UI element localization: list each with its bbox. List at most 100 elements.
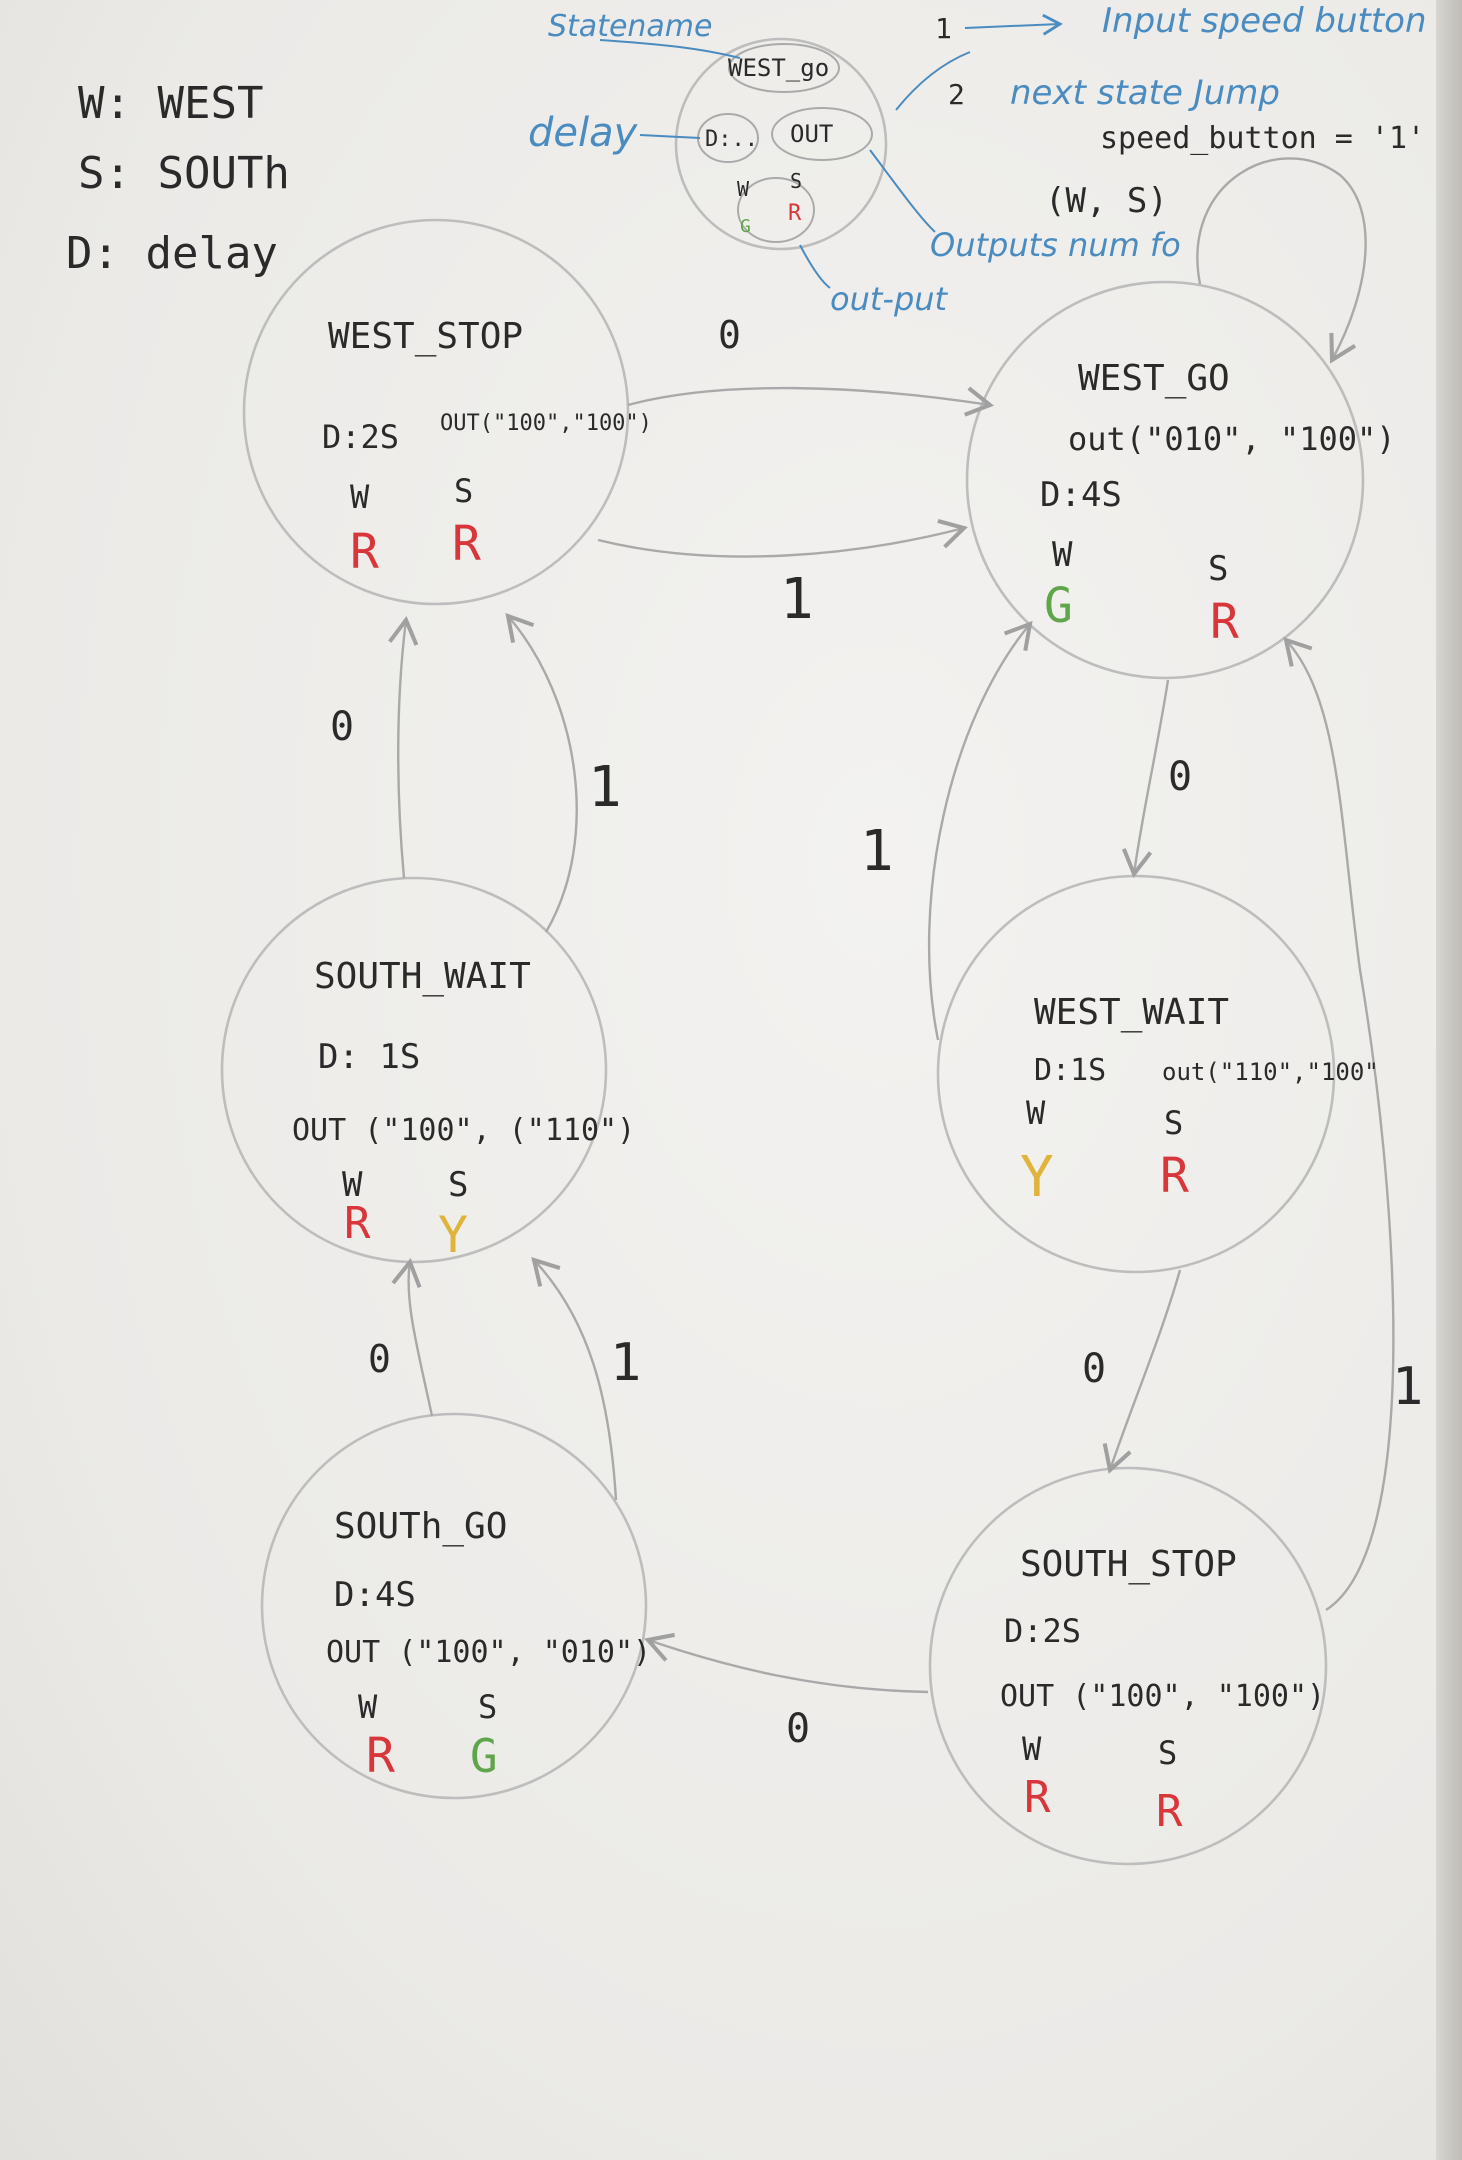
label-west-stop-to-west-go-0: 0	[718, 313, 741, 357]
label-south-go-to-south-wait-0: 0	[368, 1337, 391, 1381]
arrow-south-wait-to-west-stop-0	[388, 615, 419, 879]
state-w-label: W	[1026, 1094, 1046, 1132]
key-outputs-pointer	[869, 149, 936, 233]
label-south-go-to-south-wait-1: 1	[610, 1333, 641, 1393]
state-name: SOUTH_WAIT	[314, 956, 531, 997]
state-south-stop: SOUTH_STOP D:2S OUT ("100", "100") W S R…	[1000, 1544, 1325, 1837]
state-delay: D:4S	[1040, 475, 1122, 515]
state-w-light: G	[1044, 578, 1073, 634]
key-jump-pointer	[895, 51, 971, 111]
legend: W: WEST S: SOUTh D: delay	[66, 78, 290, 279]
arrow-south-wait-to-west-stop-1	[505, 612, 578, 933]
key-delay-label: delay	[528, 110, 639, 156]
state-south-wait: SOUTH_WAIT D: 1S OUT ("100", ("110") W S…	[292, 956, 635, 1264]
state-w-light: R	[344, 1198, 371, 1249]
key-statename-label: Statename	[548, 9, 713, 44]
key-statename-pointer	[599, 39, 741, 59]
label-west-wait-to-west-go-1: 1	[860, 819, 894, 884]
key-output-label: out-put	[830, 280, 949, 318]
state-w-label: W	[358, 1688, 378, 1726]
state-circle-south-stop	[928, 1466, 1328, 1866]
state-w-light: R	[1024, 1772, 1051, 1823]
state-name: WEST_WAIT	[1034, 992, 1229, 1033]
state-s-label: S	[448, 1165, 468, 1205]
key-sample-w-light: G	[740, 216, 751, 237]
state-w-light: R	[350, 524, 379, 580]
arrow-south-go-to-south-wait-1	[531, 1257, 618, 1501]
state-w-label: W	[350, 478, 370, 516]
state-w-light: Y	[1020, 1145, 1054, 1210]
key-diagram: WEST_go D:.. OUT W S G R Statename delay…	[528, 1, 1427, 318]
arrow-west-go-to-west-wait-0	[1121, 679, 1170, 879]
key-out-oval	[771, 107, 873, 161]
key-sample-s: S	[790, 169, 802, 193]
state-west-go: WEST_GO out("010", "100") D:4S W S G R	[1040, 358, 1396, 650]
state-out: OUT ("100", "010")	[326, 1635, 651, 1670]
arrow-self-loop-west-go	[1196, 157, 1367, 364]
label-west-stop-to-west-go-1: 1	[780, 567, 814, 632]
state-name: WEST_GO	[1078, 358, 1230, 399]
state-west-wait: WEST_WAIT D:1S out("110","100" W S Y R	[1020, 992, 1379, 1210]
label-south-stop-to-south-go-0: 0	[786, 1706, 810, 1752]
key-input-label: Input speed button	[1102, 1, 1427, 41]
arrow-south-stop-to-west-go-1	[1283, 636, 1395, 1612]
key-next-marker: 2	[948, 78, 965, 111]
state-delay: D: 1S	[318, 1037, 420, 1077]
state-name: WEST_STOP	[328, 316, 523, 357]
state-out: OUT("100","100")	[440, 411, 652, 436]
state-s-light: G	[470, 1729, 498, 1783]
state-out: out("110","100"	[1162, 1058, 1379, 1086]
key-ws-pair: (W, S)	[1045, 181, 1168, 221]
key-sample-delay: D:..	[705, 127, 758, 152]
state-out: out("010", "100")	[1068, 420, 1396, 458]
arrow-west-wait-to-west-go-1	[927, 620, 1033, 1041]
key-next-label: next state Jump	[1010, 73, 1280, 113]
key-speed-button: speed_button = '1'	[1100, 121, 1425, 156]
state-circle-south-go	[260, 1412, 648, 1800]
legend-south: S: SOUTh	[78, 148, 290, 199]
key-state-oval	[728, 43, 840, 93]
state-s-label: S	[1208, 549, 1228, 589]
arrow-west-stop-to-west-go-0	[627, 386, 995, 417]
state-s-label: S	[1164, 1104, 1183, 1142]
state-s-light: R	[1156, 1786, 1183, 1837]
state-s-label: S	[478, 1688, 497, 1726]
state-s-light: R	[1210, 594, 1239, 650]
state-delay: D:4S	[334, 1575, 416, 1615]
arrow-south-stop-to-south-go-0	[644, 1632, 929, 1694]
arrow-west-wait-to-south-stop-0	[1102, 1269, 1182, 1474]
key-light-oval	[737, 177, 815, 243]
state-w-label: W	[1022, 1730, 1042, 1768]
state-west-stop: WEST_STOP D:2S OUT("100","100") W S R R	[322, 316, 652, 580]
key-input-marker: 1	[935, 12, 952, 45]
key-circle	[674, 37, 888, 251]
key-sample-s-light: R	[788, 201, 802, 226]
state-circle-west-stop	[242, 218, 630, 606]
label-south-stop-to-west-go-1: 1	[1392, 1357, 1423, 1417]
label-west-wait-to-south-stop-0: 0	[1082, 1346, 1106, 1392]
state-south-go: SOUTh_GO D:4S OUT ("100", "010") W S R G	[326, 1506, 651, 1784]
state-delay: D:2S	[322, 418, 399, 456]
state-s-light: R	[1160, 1148, 1189, 1204]
key-delay-pointer	[639, 134, 701, 139]
page-edge	[1436, 0, 1462, 2160]
state-name: SOUTH_STOP	[1020, 1544, 1237, 1585]
state-w-label: W	[1052, 535, 1073, 575]
state-out: OUT ("100", "100")	[1000, 1679, 1325, 1714]
key-output-pointer	[799, 244, 831, 289]
state-w-light: R	[366, 1728, 395, 1784]
state-w-label: W	[342, 1165, 363, 1205]
state-circle-west-go	[965, 280, 1365, 680]
key-sample-state: WEST_go	[728, 54, 829, 82]
label-south-wait-to-west-stop-1: 1	[588, 755, 622, 820]
state-name: SOUTh_GO	[334, 1506, 507, 1547]
state-s-label: S	[1158, 1734, 1177, 1772]
state-s-label: S	[454, 472, 473, 510]
arrow-south-go-to-south-wait-0	[391, 1257, 434, 1417]
state-delay: D:2S	[1004, 1612, 1081, 1650]
label-south-wait-to-west-stop-0: 0	[330, 704, 354, 750]
key-sample-w: W	[737, 177, 750, 201]
label-west-go-to-west-wait-0: 0	[1168, 754, 1192, 800]
